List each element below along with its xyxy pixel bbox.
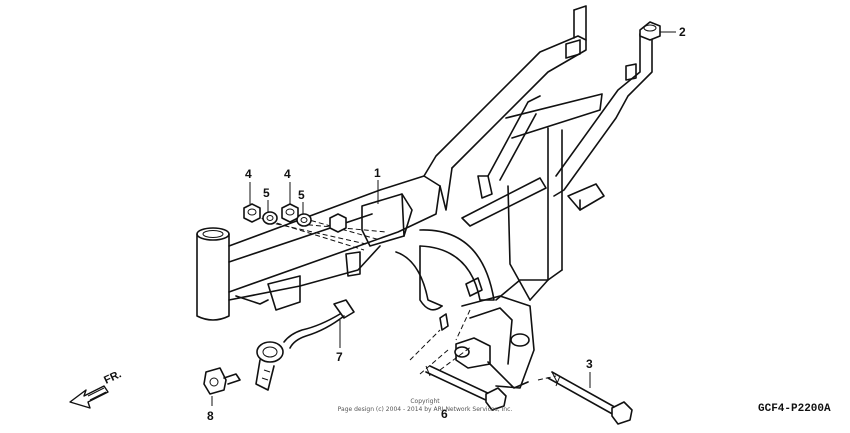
part-number-1: 1 xyxy=(374,166,381,180)
leader-lines xyxy=(211,31,676,406)
part-number-6: 6 xyxy=(441,407,448,421)
part-number-4-left: 4 xyxy=(245,167,252,181)
nut-4-right xyxy=(281,203,299,223)
bolt-3 xyxy=(547,371,633,425)
front-direction-arrow xyxy=(69,385,109,409)
part-number-4-right: 4 xyxy=(284,167,291,181)
part-number-3: 3 xyxy=(586,357,593,371)
washer-5-right xyxy=(296,213,312,227)
part-number-5-right: 5 xyxy=(298,188,305,202)
frame-body xyxy=(196,5,653,389)
ignition-switch-harness xyxy=(255,299,355,391)
front-label: FR. xyxy=(102,368,123,386)
key-8 xyxy=(203,367,241,395)
diagram-code: GCF4-P2200A xyxy=(758,403,831,415)
bolt-6 xyxy=(425,365,507,411)
part-number-8: 8 xyxy=(207,409,214,423)
copyright-line-2: Page design (c) 2004 - 2014 by ARI Netwo… xyxy=(338,406,513,413)
cap-2 xyxy=(639,21,661,41)
nut-4-left xyxy=(243,203,261,223)
part-number-5-left: 5 xyxy=(263,186,270,200)
part-number-7: 7 xyxy=(336,350,343,364)
copyright-line-1: Copyright xyxy=(410,398,440,405)
washer-5-left xyxy=(262,211,278,225)
part-number-2: 2 xyxy=(679,25,686,39)
collar-nut xyxy=(329,213,347,233)
